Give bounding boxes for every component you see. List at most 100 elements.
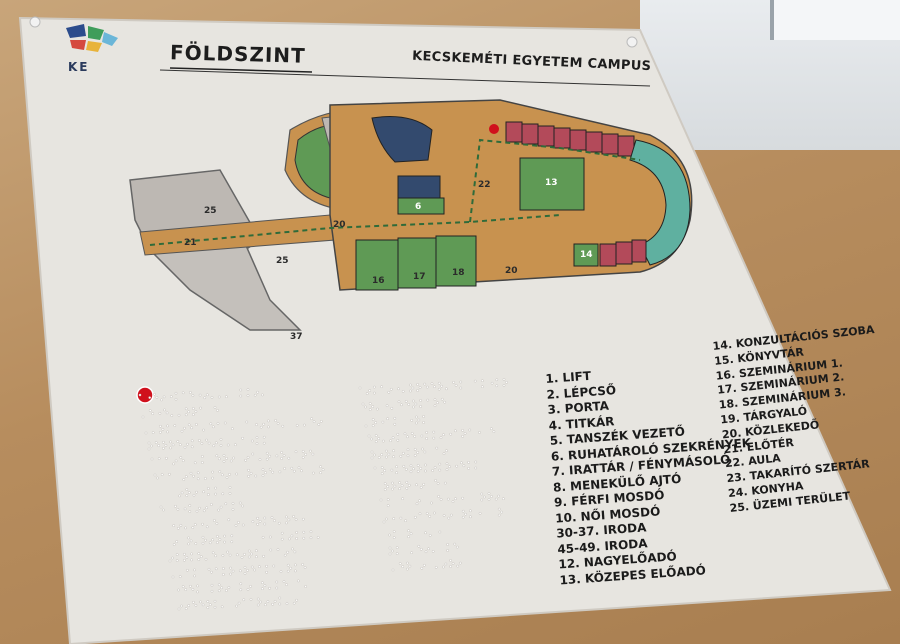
- braille-dot: [235, 472, 238, 476]
- braille-dot: [433, 404, 437, 408]
- braille-dot: [201, 603, 205, 607]
- braille-dot: [275, 586, 279, 590]
- braille-dot: [316, 536, 320, 539]
- braille-dot: [287, 518, 291, 522]
- braille-dot: [368, 402, 372, 405]
- braille-dot: [178, 494, 181, 498]
- braille-dot: [174, 397, 178, 401]
- braille-dot: [371, 424, 375, 427]
- braille-dot: [187, 542, 190, 546]
- braille-dot: [148, 409, 152, 412]
- braille-dot: [243, 566, 247, 569]
- small-hall: [397, 175, 441, 201]
- braille-dot: [406, 435, 409, 439]
- braille-dot: [162, 446, 165, 450]
- braille-dot: [445, 468, 449, 472]
- braille-dot: [255, 555, 258, 559]
- braille-dot: [464, 512, 468, 516]
- braille-dot: [189, 585, 192, 588]
- braille-dot: [370, 437, 373, 441]
- braille-dot: [433, 466, 437, 469]
- braille-dot: [199, 406, 202, 410]
- braille-dot: [189, 391, 192, 394]
- braille-dot: [406, 567, 409, 571]
- braille-dot: [279, 570, 283, 573]
- braille-dot: [244, 458, 247, 462]
- braille-dot: [391, 568, 395, 572]
- braille-dot: [295, 537, 298, 540]
- braille-dot: [229, 572, 232, 576]
- braille-dot: [454, 497, 457, 501]
- braille-dot: [161, 427, 165, 431]
- background-window: [770, 0, 900, 40]
- braille-dot: [374, 440, 378, 443]
- braille-dot: [392, 449, 395, 453]
- braille-dot: [304, 453, 308, 456]
- braille-dot: [448, 465, 451, 469]
- braille-dot: [235, 604, 238, 608]
- braille-dot: [206, 606, 210, 609]
- braille-dot: [242, 598, 246, 602]
- braille-dot: [241, 436, 244, 440]
- braille-dot: [286, 550, 290, 554]
- braille-dot: [416, 464, 420, 467]
- braille-dot: [391, 487, 394, 491]
- braille-dot: [174, 459, 178, 463]
- braille-dot: [410, 419, 414, 422]
- braille-dot: [301, 456, 305, 459]
- braille-dot: [214, 486, 217, 490]
- braille-dot: [177, 588, 180, 592]
- braille-dot: [230, 540, 234, 544]
- braille-dot: [176, 440, 180, 443]
- braille-dot: [188, 510, 192, 513]
- braille-dot: [171, 556, 174, 560]
- braille-dot: [280, 457, 283, 460]
- braille-dot: [270, 516, 274, 519]
- braille-dot: [223, 534, 226, 538]
- braille-dot: [219, 505, 223, 509]
- braille-dot: [408, 564, 412, 568]
- braille-dot: [425, 512, 429, 515]
- braille-dot: [487, 492, 491, 495]
- braille-dot: [213, 519, 216, 522]
- braille-dot: [205, 438, 208, 442]
- university-logo-icon: [66, 24, 118, 52]
- braille-dot: [278, 596, 282, 600]
- braille-dot: [195, 509, 199, 513]
- braille-dot: [184, 526, 187, 530]
- braille-dot: [416, 470, 420, 473]
- braille-dot: [286, 563, 290, 567]
- braille-dot: [434, 566, 438, 569]
- braille-dot: [199, 600, 202, 604]
- braille-dot: [205, 506, 208, 510]
- braille-dot: [413, 435, 417, 438]
- braille-dot: [283, 467, 286, 470]
- braille-dot: [502, 384, 506, 387]
- braille-dot: [227, 586, 231, 589]
- braille-dot: [443, 481, 447, 485]
- braille-dot: [268, 467, 272, 471]
- braille-dot: [478, 512, 482, 515]
- braille-dot: [282, 580, 286, 583]
- braille-dot: [435, 446, 439, 450]
- braille-dot: [159, 505, 163, 509]
- braille-dot: [401, 451, 405, 455]
- braille-dot: [413, 448, 417, 451]
- braille-dot: [455, 545, 459, 549]
- braille-dot: [451, 562, 455, 565]
- braille-dot: [274, 419, 277, 422]
- braille-dot: [234, 443, 237, 447]
- braille-dot: [317, 423, 321, 426]
- braille-dot: [245, 420, 249, 424]
- braille-dot: [309, 449, 312, 453]
- braille-dot: [237, 601, 241, 605]
- braille-dot: [454, 384, 458, 387]
- braille-dot: [222, 573, 225, 576]
- braille-dot: [295, 531, 298, 534]
- braille-dot: [445, 462, 449, 466]
- braille-dot: [180, 429, 184, 433]
- braille-dot: [211, 538, 214, 542]
- braille-dot: [404, 467, 408, 471]
- braille-dot: [452, 381, 455, 384]
- braille-dot: [246, 394, 250, 397]
